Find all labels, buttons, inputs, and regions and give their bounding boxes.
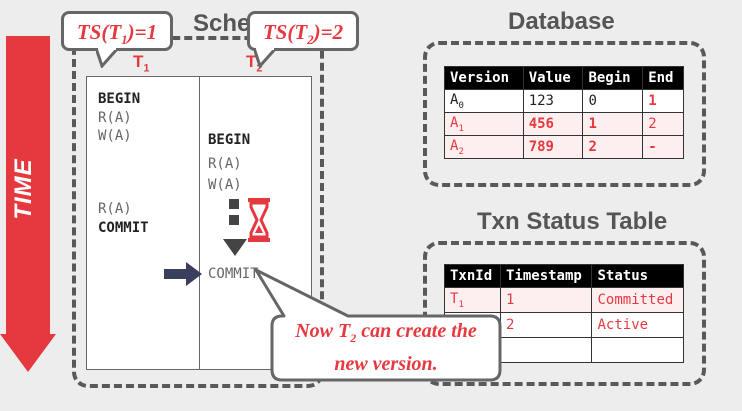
wait-dashes	[229, 199, 239, 227]
header-status: Status	[591, 264, 684, 288]
value-cell: 789	[522, 135, 584, 159]
t2-column-label: T2	[246, 52, 263, 75]
empty-cell	[591, 337, 684, 363]
t1-column-label: T1	[133, 52, 150, 75]
timestamp-cell: 1	[499, 287, 593, 313]
table-row: A1 456 1 2	[444, 112, 684, 136]
status-cell: Committed	[591, 287, 684, 313]
header-value: Value	[522, 66, 584, 90]
time-arrow	[6, 36, 50, 336]
callout-text: Now T2 can create the new version.	[272, 318, 500, 377]
wait-arrow-head	[223, 239, 247, 256]
t2-commit: COMMIT	[208, 266, 259, 282]
database-frame	[423, 41, 706, 187]
ts-t2-pointer	[254, 48, 276, 68]
begin-cell: 2	[582, 135, 644, 159]
timestamp-cell: 2	[499, 312, 593, 338]
value-cell: 456	[522, 112, 584, 136]
schedule-frame	[72, 36, 324, 388]
t1-read-a: R(A)	[98, 110, 132, 126]
end-cell: 2	[642, 112, 684, 136]
column-divider	[199, 76, 200, 370]
end-cell: -	[642, 135, 684, 159]
time-arrow-head	[0, 334, 56, 372]
begin-cell: 0	[582, 89, 644, 113]
commit-pointer-icon	[164, 262, 202, 286]
status-cell: Active	[591, 312, 684, 338]
database-title: Database	[508, 8, 615, 35]
t1-begin: BEGIN	[98, 91, 141, 107]
ts-t1-pointer	[96, 48, 118, 68]
hourglass-icon	[248, 198, 270, 242]
database-header-row: Version Value Begin End	[444, 66, 684, 90]
t2-read-a: R(A)	[208, 156, 242, 172]
txn-status-title: Txn Status Table	[477, 208, 668, 235]
ts-t2-badge: TS(T2)=2	[247, 11, 359, 51]
t2-begin: BEGIN	[208, 132, 251, 148]
header-timestamp: Timestamp	[499, 264, 593, 288]
header-end: End	[642, 66, 684, 90]
t1-read-a-2: R(A)	[98, 201, 132, 217]
version-cell: A1	[444, 112, 524, 136]
empty-cell	[499, 337, 593, 363]
table-row: A0 123 0 1	[444, 89, 684, 113]
table-row: A2 789 2 -	[444, 135, 684, 159]
header-version: Version	[444, 66, 524, 90]
txnid-cell: T1	[444, 287, 501, 313]
callout-line-2: new version.	[334, 353, 438, 375]
callout-line-1: Now T2 can create the	[295, 320, 477, 345]
callout-bubble	[254, 268, 502, 382]
ts-t1-badge: TS(T1)=1	[61, 11, 173, 51]
txn-header-row: TxnId Timestamp Status	[444, 264, 684, 288]
t2-write-a: W(A)	[208, 177, 242, 193]
value-cell: 123	[522, 89, 584, 113]
version-cell: A2	[444, 135, 524, 159]
database-table: Version Value Begin End A0 123 0 1 A1 45…	[444, 66, 684, 159]
t1-commit: COMMIT	[98, 220, 149, 236]
header-txnid: TxnId	[444, 264, 501, 288]
begin-cell: 1	[582, 112, 644, 136]
time-label: TIME	[10, 158, 37, 220]
version-cell: A0	[444, 89, 524, 113]
end-cell: 1	[642, 89, 684, 113]
table-row: T1 1 Committed	[444, 287, 684, 313]
header-begin: Begin	[582, 66, 644, 90]
t1-write-a: W(A)	[98, 128, 132, 144]
txn-status-frame	[423, 241, 706, 386]
